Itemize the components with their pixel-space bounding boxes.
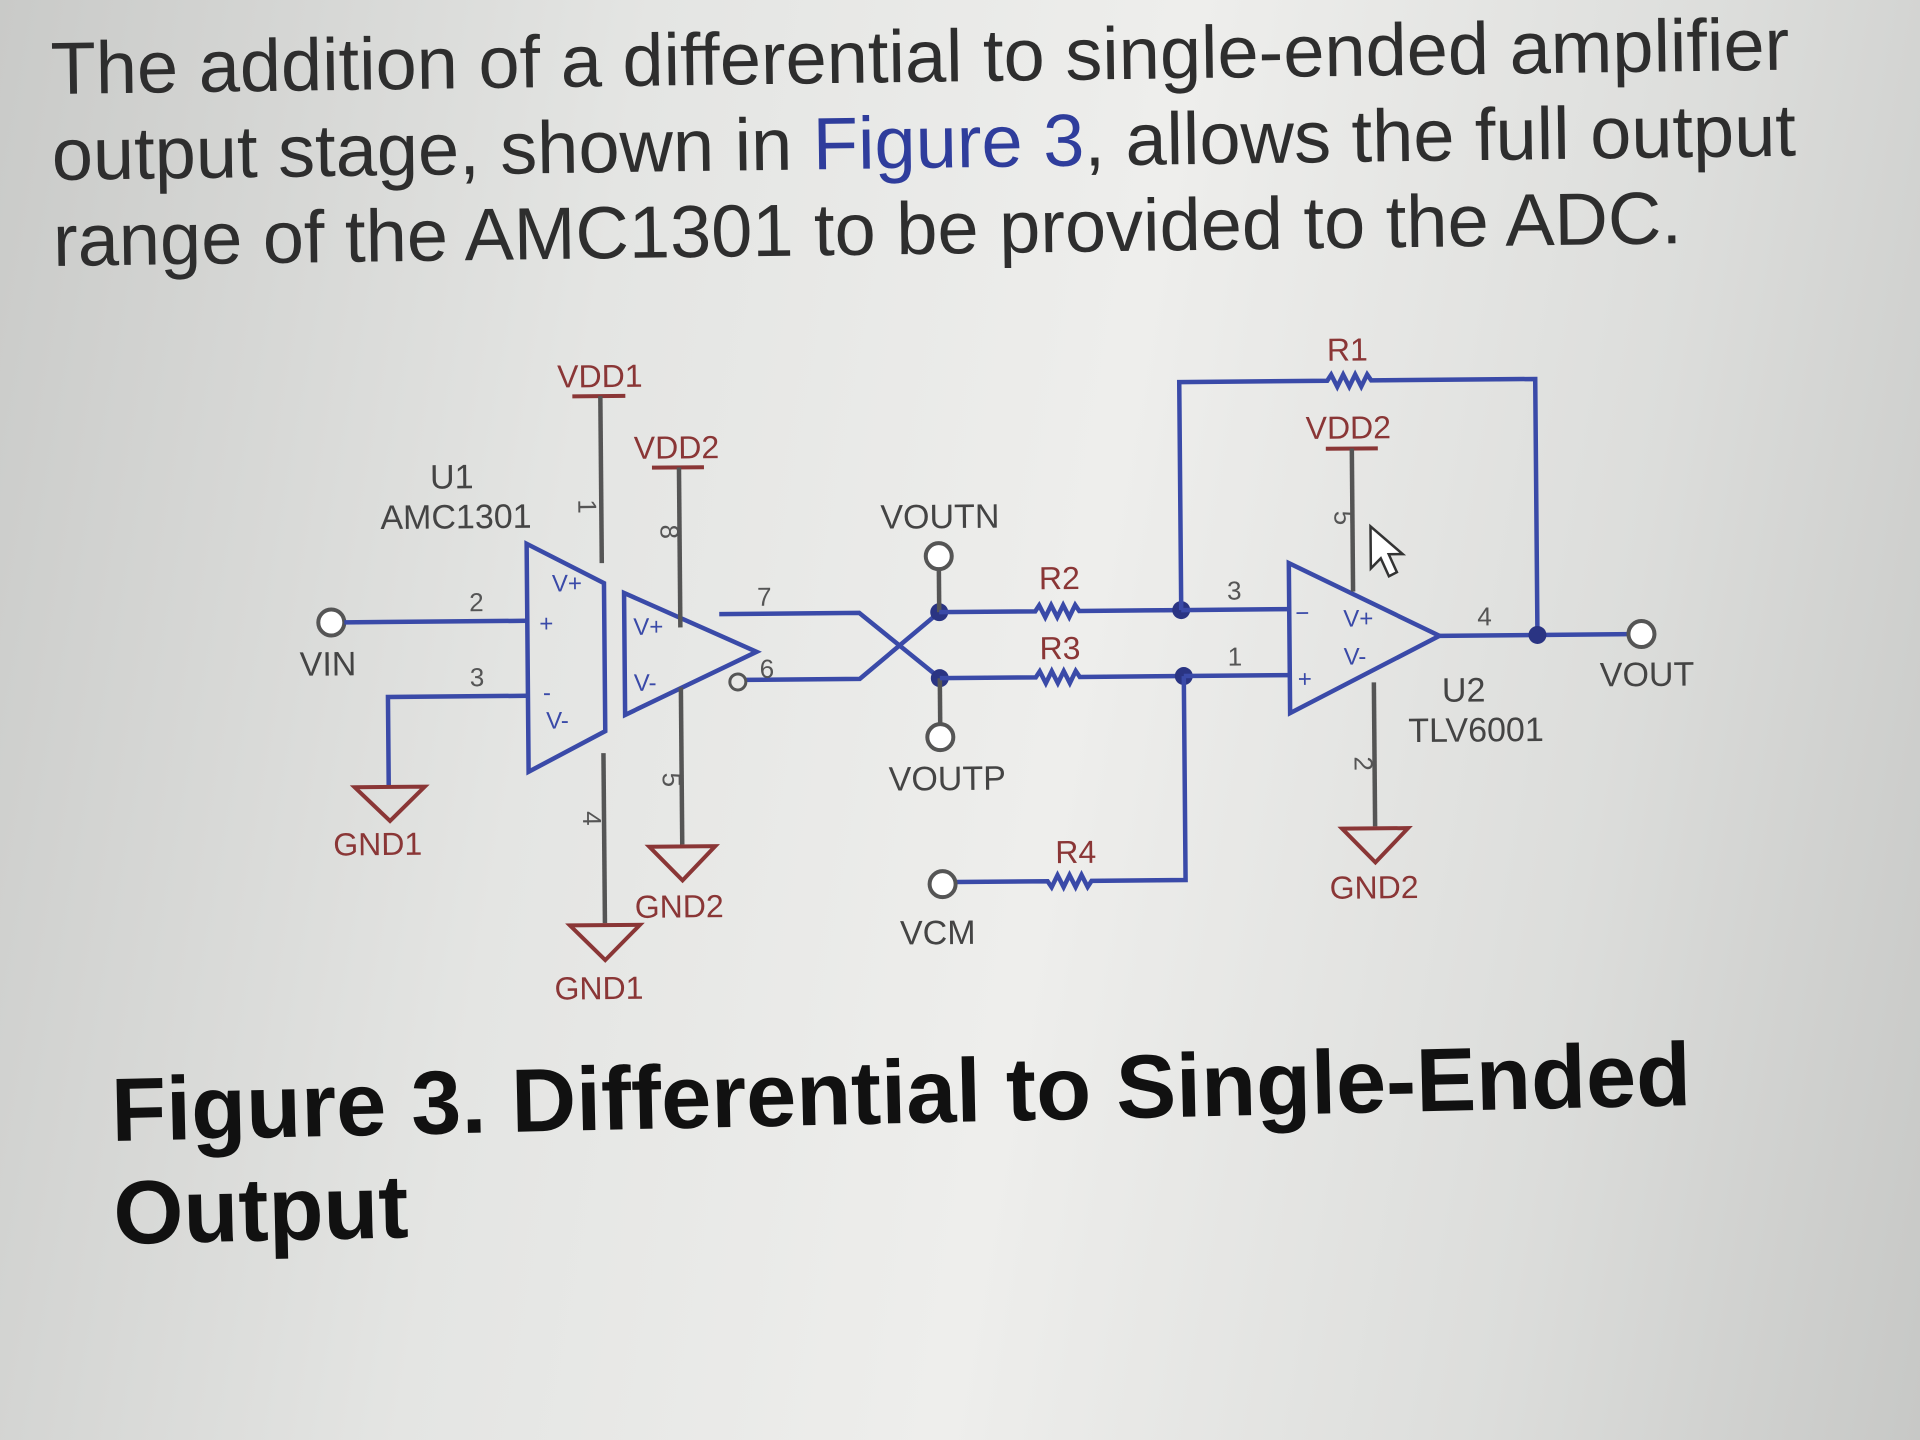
u1a-vplus: V+ [552,570,582,597]
u1a-minus: - [543,680,551,707]
u1a-vminus: V- [546,707,569,734]
voutp-terminal[interactable] [925,722,956,753]
gnd1-in-symbol [349,784,430,824]
r4-label: R4 [1055,834,1096,870]
u1-out-p-bubble [728,672,748,692]
vin-label: VIN [300,645,357,683]
u1-ref: U1 [430,458,474,496]
gnd1-u1-symbol [565,922,645,963]
vdd1-wire [598,396,605,564]
u2-ref: U2 [1442,671,1486,709]
vout-label: VOUT [1600,656,1695,695]
gnd1-u1-label: GND1 [554,970,643,1007]
vin-terminal[interactable] [316,607,347,638]
vdd2-u2-label: VDD2 [1305,409,1391,446]
gnd2-u1-symbol [644,844,720,884]
vdd2-u1-label: VDD2 [634,429,720,466]
figure-caption: Figure 3. Differential to Single-Ended O… [110,1025,1693,1264]
vcm-terminal[interactable] [927,869,958,900]
r2-label: R2 [1039,560,1080,596]
u1-in-n-wire [385,693,528,786]
u2-in-n-wire [1181,606,1290,613]
mouse-cursor-icon [1369,523,1407,578]
voutp-label: VOUTP [889,760,1006,799]
u1-pin-out-n: 7 [757,582,772,612]
gnd2-u2-symbol [1337,826,1413,866]
gnd2-u1-label: GND2 [635,888,724,925]
r3-resistor [939,666,1184,689]
u1-pin-vdd1: 1 [572,499,602,514]
gnd2-u1-wire [678,687,685,845]
u2-pin-in-n: 3 [1227,576,1242,606]
u2-pin-gnd: 2 [1349,756,1379,771]
u2-pin-in-p: 1 [1228,642,1243,672]
u1-part: AMC1301 [380,498,532,537]
u2-part: TLV6001 [1408,711,1544,750]
u1-out-p-wire [744,610,941,683]
vcm-label: VCM [900,914,976,953]
u2-plus: + [1298,666,1312,693]
r3-label: R3 [1039,630,1080,666]
u2-pin-vdd: 5 [1328,511,1358,526]
vout-junction [1528,625,1547,644]
voutn-terminal[interactable] [923,541,954,572]
u2-vminus: V- [1344,643,1367,670]
u1b-vplus: V+ [633,614,663,641]
u2-opamp [1286,559,1445,717]
voutn-label: VOUTN [880,498,999,537]
gnd2-u2-wire [1371,682,1378,827]
u1-pin-gnd2: 5 [657,772,687,787]
u1-pin-vdd2: 8 [654,524,684,539]
gnd1-u1-wire [601,753,608,924]
u1a-plus: + [539,611,553,638]
u1-pin-gnd1: 4 [577,811,607,826]
vout-terminal[interactable] [1626,619,1657,650]
gnd1-in-label: GND1 [333,826,422,863]
u1-out-n-wire [719,610,942,680]
u1-output-stage [621,589,762,719]
r2-resistor [939,600,1182,623]
u2-minus: − [1295,600,1309,627]
u1b-vminus: V- [634,670,657,697]
vdd2-u1-wire [676,467,683,628]
u1-pin-out-p: 6 [760,654,775,684]
u2-pin-out: 4 [1477,601,1492,631]
r4-resistor [956,676,1188,893]
r1-label: R1 [1327,331,1368,367]
vdd2-u2-wire [1349,448,1356,592]
u2-vplus: V+ [1343,605,1373,632]
r1-resistor [1176,369,1540,635]
u2-in-p-wire [1183,672,1290,679]
vin-wire [344,618,528,625]
u1-pin-in-p: 2 [469,587,484,617]
gnd2-u2-label: GND2 [1329,869,1418,906]
vdd1-label: VDD1 [557,358,643,395]
u1-pin-in-n: 3 [470,662,485,692]
